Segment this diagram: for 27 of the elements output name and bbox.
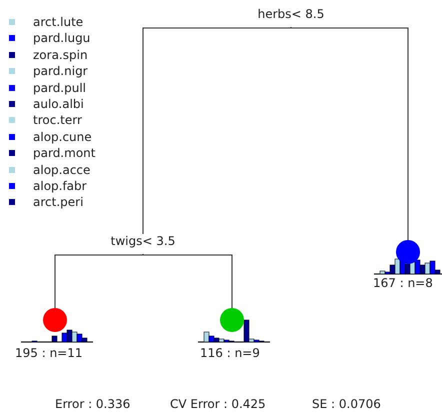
leaf-circle	[43, 308, 67, 332]
legend-label: arct.peri	[33, 195, 84, 210]
legend-label: aulo.albi	[33, 97, 84, 111]
tree-branch	[142, 254, 232, 308]
split-label: herbs< 8.5	[258, 7, 324, 21]
legend-label: zora.spin	[33, 48, 88, 62]
legend-label: troc.terr	[33, 113, 82, 128]
error-statistic: SE : 0.0706	[312, 397, 381, 411]
tree-branch	[290, 26, 408, 240]
leaf-label: 116 : n=9	[200, 346, 260, 360]
legend-label: pard.mont	[33, 146, 96, 160]
error-statistic: Error : 0.336	[55, 397, 130, 411]
error-statistic: CV Error : 0.425	[170, 397, 266, 411]
tree-branch	[142, 26, 292, 234]
legend-label: arct.lute	[33, 15, 84, 29]
split-label: twigs< 3.5	[110, 234, 176, 248]
leaf-circle	[396, 240, 420, 264]
leaf-circle	[220, 308, 244, 332]
tree-branch	[54, 254, 144, 308]
legend-label: pard.pull	[33, 80, 86, 95]
legend-label: alop.fabr	[33, 179, 87, 193]
leaf-label: 167 : n=8	[373, 276, 433, 290]
legend-label: pard.nigr	[33, 64, 88, 78]
legend-label: alop.acce	[33, 162, 90, 177]
leaf-label: 195 : n=11	[15, 346, 83, 360]
legend-label: pard.lugu	[33, 31, 90, 46]
legend-label: alop.cune	[33, 130, 92, 144]
